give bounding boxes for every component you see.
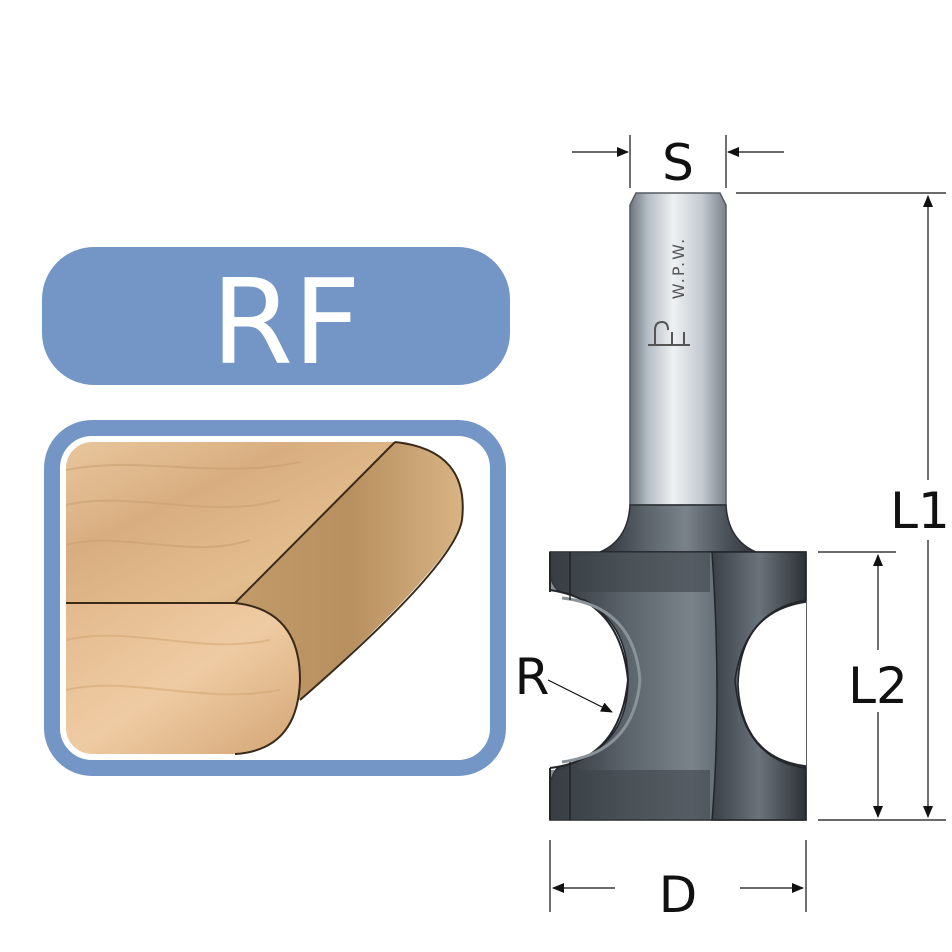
badge-label: RF	[211, 253, 361, 391]
brand-logo: W.P.W.	[648, 237, 690, 346]
dimension-label-d: D	[659, 866, 698, 924]
router-bit: W.P.W.	[548, 192, 807, 821]
dimension-label-s: S	[662, 134, 694, 192]
dimension-label-l2: L2	[848, 657, 908, 715]
dimension-label-l1: L1	[890, 482, 950, 540]
dimension-shank: S	[572, 134, 784, 192]
dimension-radius: R	[515, 648, 613, 713]
dimension-cutting-length: L2	[818, 551, 908, 818]
profile-badge: RF	[42, 247, 510, 391]
dimension-diameter: D	[549, 840, 807, 924]
brand-text: W.P.W.	[669, 237, 688, 299]
dimension-label-r: R	[515, 648, 550, 706]
wood-profile-illustration	[44, 420, 506, 776]
dimension-overall-length: L1	[736, 192, 950, 821]
